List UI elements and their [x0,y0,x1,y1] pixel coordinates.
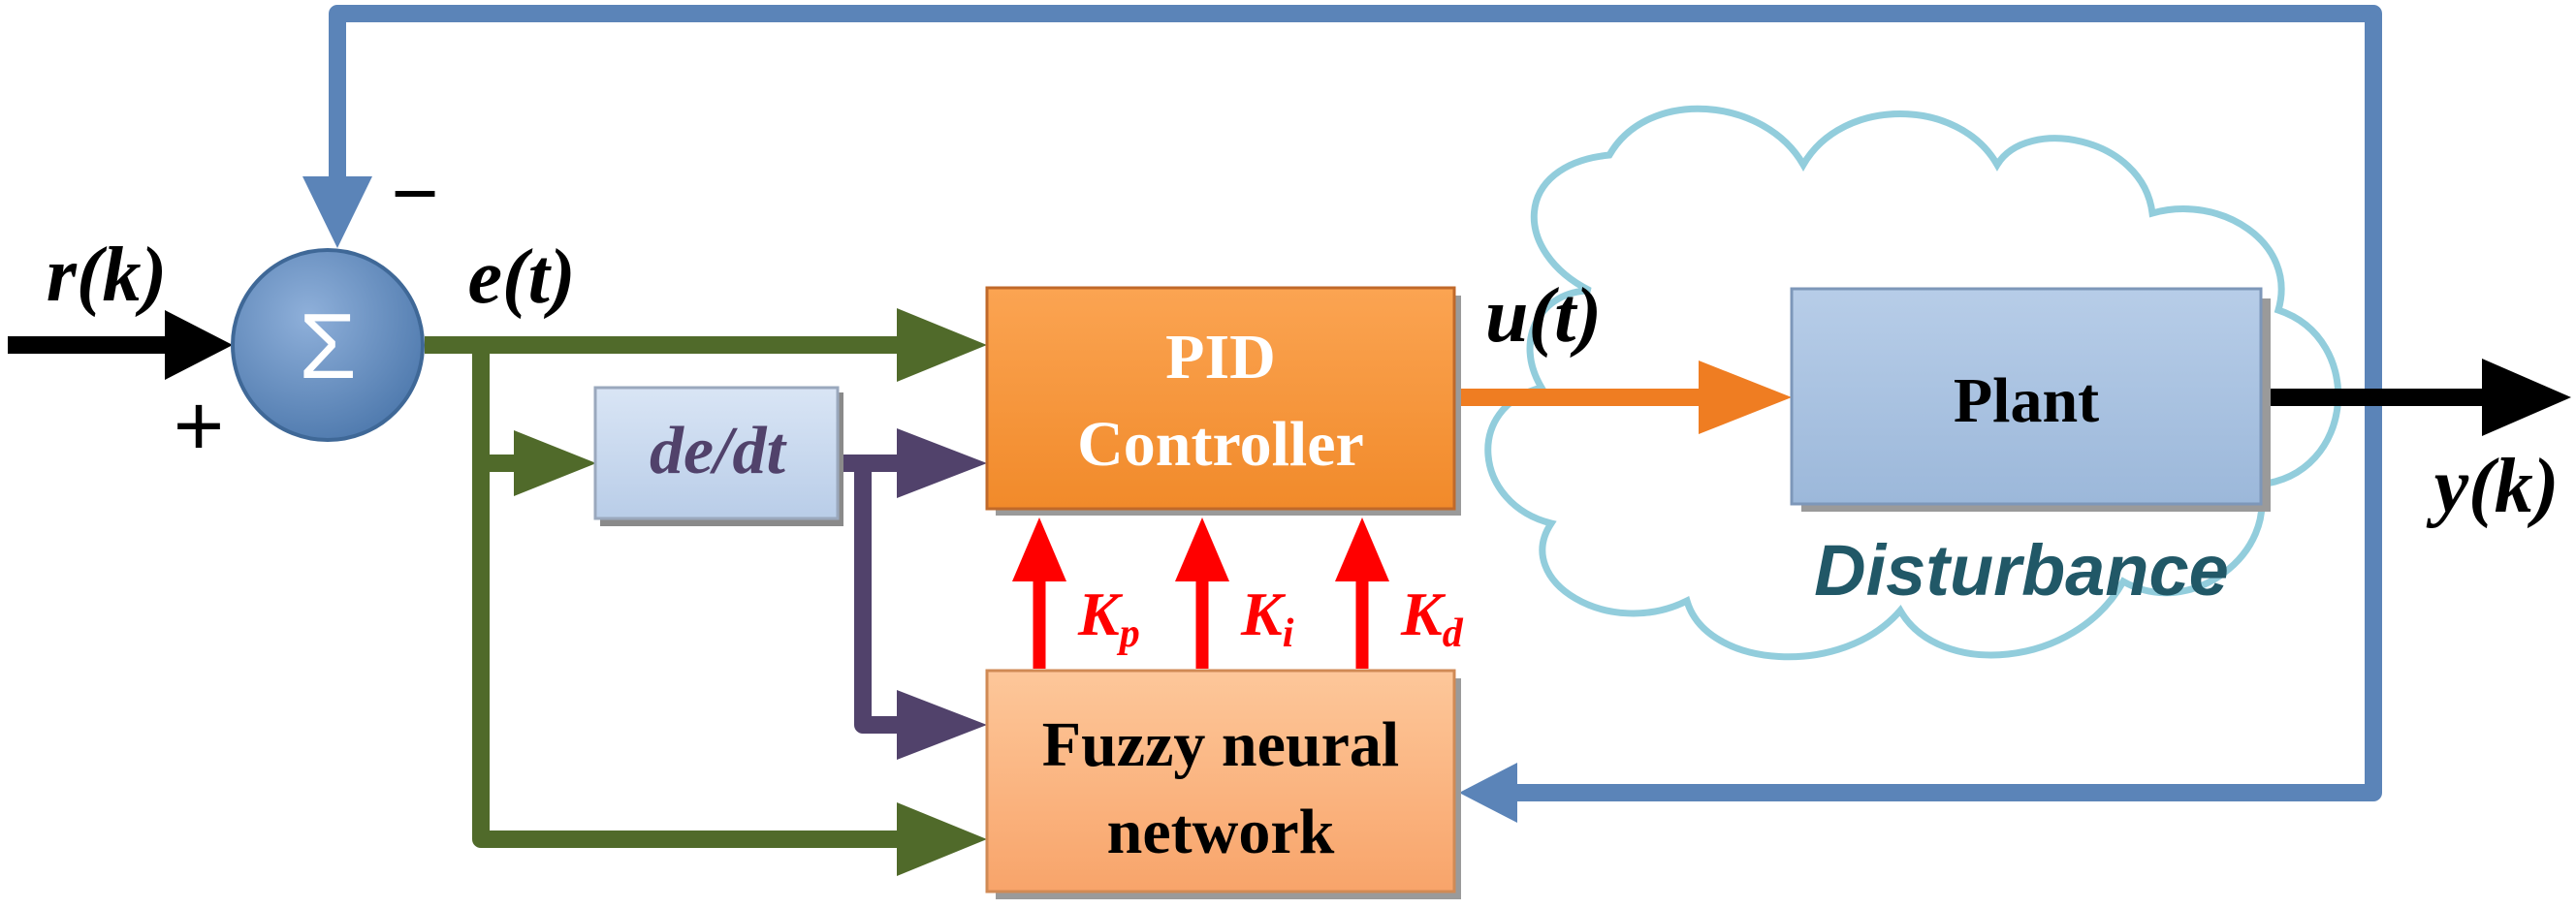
error-arrowhead-fnn [897,802,987,876]
control-arrowhead [1699,360,1792,434]
kd-main: K [1400,580,1447,648]
reference-input-label: r(k) [47,233,167,318]
output-path [2269,359,2571,436]
ki-arrowhead [1175,517,1229,581]
reference-input-path [8,310,233,380]
sigma-symbol: Σ [299,295,356,398]
derivative-label: de/dt [650,414,788,488]
plant-block [1790,287,2263,506]
ki-main: K [1240,580,1287,648]
pid-label-line1: PID [1165,322,1276,392]
output-label: y(k) [2426,444,2560,529]
fnn-label-line1: Fuzzy neural [1042,709,1399,780]
kd-arrowhead [1335,517,1389,581]
derivative-paths [839,428,987,760]
feedback-line-top [329,5,2382,448]
fuzzy-neural-network-block [985,669,1456,893]
fnn-label-line2: network [1107,797,1335,867]
kp-arrowhead [1012,517,1066,581]
feedback-line-bottom [1512,426,2382,801]
ki-label: Ki [1240,580,1294,656]
kp-main: K [1077,580,1124,648]
pid-controller-block [985,286,1456,511]
feedback-arrowhead-sum [302,176,372,248]
error-paths [425,308,987,876]
ki-sub: i [1283,611,1294,656]
derivative-arrowhead-fnn [897,690,987,760]
disturbance-label: Disturbance [1814,530,2229,611]
feedback-arrowhead-fnn [1459,763,1517,823]
derivative-arrowhead-pid [897,428,987,498]
feedback-path [302,5,2382,823]
error-arrowhead-pid [897,308,987,382]
plus-sign: + [174,378,225,475]
output-arrowhead [2482,359,2571,436]
control-label: u(t) [1485,273,1602,359]
reference-arrowhead [165,310,233,380]
minus-sign: − [391,147,438,238]
kd-sub: d [1443,611,1464,656]
control-path [1454,360,1792,434]
kd-label: Kd [1400,580,1464,656]
derivative-block [593,386,840,520]
kp-label: Kp [1077,580,1140,656]
kp-sub: p [1117,611,1140,656]
error-arrowhead-derivative [514,430,596,496]
pid-label-line2: Controller [1077,409,1364,480]
error-label: e(t) [467,235,575,320]
plant-label: Plant [1954,365,2099,436]
summing-junction [231,248,425,442]
gain-arrows [1012,517,1389,669]
